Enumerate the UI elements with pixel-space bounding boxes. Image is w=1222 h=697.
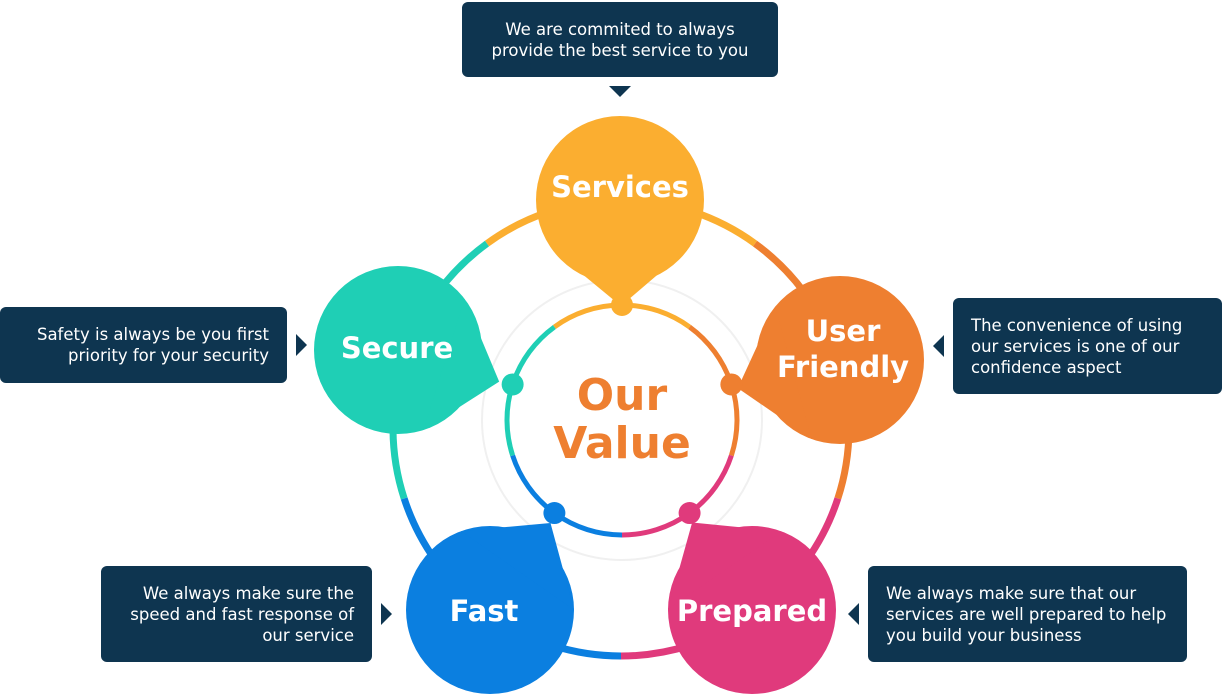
fast-label: Fast <box>449 594 519 628</box>
services-ring-dot <box>611 294 633 316</box>
fast-blob-pointer <box>460 522 574 610</box>
center-title: Our Value <box>553 372 691 468</box>
secure-blob-pointer <box>423 298 500 431</box>
services-blob-pointer <box>551 247 690 306</box>
fast-callout: We always make sure the speed and fast r… <box>101 566 392 662</box>
secure-label: Secure <box>340 331 454 365</box>
secure-description: Safety is always be you first priority f… <box>36 325 269 365</box>
prepared-description: We always make sure that our services ar… <box>886 583 1167 645</box>
services-callout: We are commited to always provide the be… <box>462 2 778 97</box>
user-friendly-callout: The convenience of using our services is… <box>933 298 1222 394</box>
user-friendly-blob-pointer <box>737 306 812 440</box>
prepared-ring-dot <box>678 502 701 525</box>
fast-ring-dot <box>543 502 566 525</box>
secure-ring-dot <box>501 373 524 396</box>
fast-description: We always make sure the speed and fast r… <box>130 583 354 645</box>
center-title-line: Our <box>576 370 668 421</box>
prepared-label: Prepared <box>676 594 828 628</box>
prepared-blob-pointer <box>668 522 782 610</box>
services-blob <box>536 116 704 284</box>
services-label: Services <box>551 170 689 204</box>
prepared-callout: We always make sure that our services ar… <box>848 566 1187 662</box>
services-description: We are commited to always provide the be… <box>491 19 749 60</box>
user-friendly-label: User Friendly <box>776 314 910 384</box>
secure-callout: Safety is always be you first priority f… <box>0 307 307 383</box>
user-friendly-ring-dot <box>720 373 743 396</box>
center-title-line: Value <box>553 418 691 469</box>
user-friendly-description: The convenience of using our services is… <box>971 315 1183 377</box>
